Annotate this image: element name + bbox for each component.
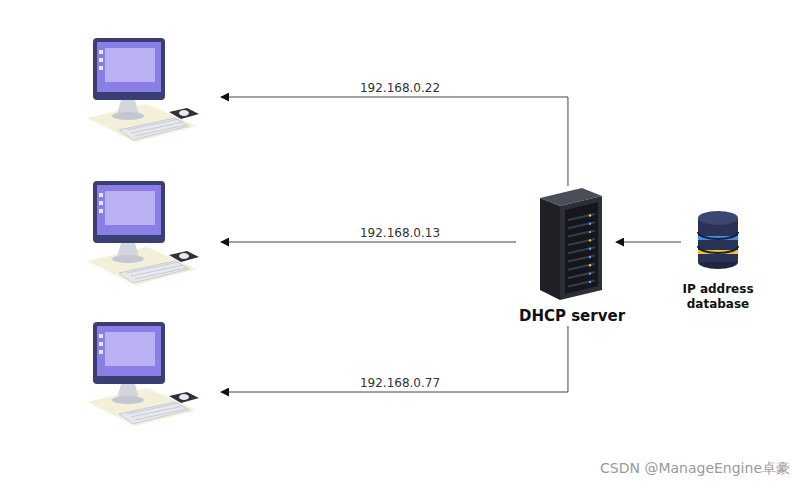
- server-light: [589, 264, 591, 266]
- watermark: CSDN @ManageEngine卓豪: [600, 460, 790, 478]
- computer: [85, 330, 215, 454]
- server-light: [589, 256, 591, 258]
- server-slot: [568, 247, 595, 253]
- server-slot: [568, 214, 595, 220]
- database-icon: [698, 211, 738, 269]
- server-slot: [568, 231, 595, 237]
- computer: [85, 35, 215, 159]
- server-light: [589, 239, 591, 241]
- server-slot: [568, 239, 595, 245]
- computer-icon: [87, 322, 199, 426]
- connector-arrow: [221, 326, 568, 392]
- node-label: IP address database: [671, 282, 765, 312]
- server-light: [589, 231, 591, 233]
- server-icon: [540, 188, 602, 300]
- server-slot: [568, 272, 595, 278]
- connector-arrow: [221, 242, 516, 243]
- server-slot: [568, 222, 595, 228]
- server-light: [589, 248, 591, 250]
- node-label: DHCP server: [519, 307, 625, 326]
- server-light: [589, 272, 591, 274]
- server-slot: [568, 280, 595, 286]
- server-light: [589, 214, 591, 216]
- server-slot: [568, 264, 595, 270]
- server-light: [589, 223, 591, 225]
- computer-icon: [87, 181, 199, 285]
- computer: [85, 180, 215, 304]
- ip-database: IP address database: [671, 208, 765, 312]
- server-slot: [568, 256, 595, 262]
- ip-address-label: 192.168.0.22: [357, 81, 443, 95]
- dhcp-server: DHCP server: [516, 186, 628, 326]
- connector-arrow: [616, 242, 681, 243]
- server-light: [589, 281, 591, 283]
- connector-arrow: [221, 97, 568, 186]
- computer-icon: [87, 38, 199, 142]
- ip-address-label: 192.168.0.77: [357, 376, 443, 390]
- ip-address-label: 192.168.0.13: [357, 226, 443, 240]
